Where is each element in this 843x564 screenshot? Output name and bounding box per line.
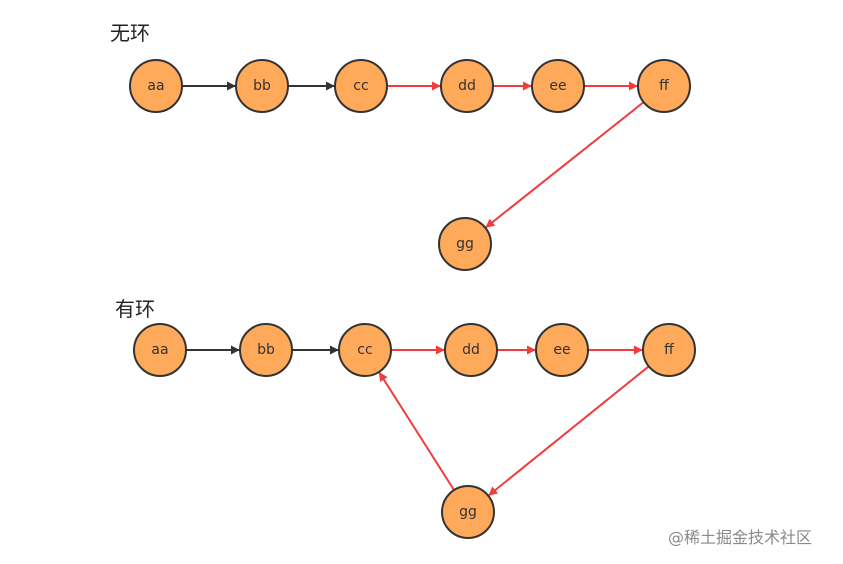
node-aa: aa [129, 59, 183, 113]
edge-ff-to-gg [488, 365, 650, 496]
node-label: dd [462, 342, 480, 358]
node-label: bb [257, 342, 275, 358]
node-label: cc [357, 342, 372, 358]
node-label: dd [458, 78, 476, 94]
node-label: gg [456, 236, 474, 252]
node-aa: aa [133, 323, 187, 377]
node-label: ee [549, 78, 566, 94]
node-circle [440, 59, 494, 113]
edges-cycle [186, 345, 650, 496]
diagram-cycle: 有环 aa bb cc dd ee ff gg [115, 297, 696, 539]
node-circle [637, 59, 691, 113]
node-dd: dd [444, 323, 498, 377]
node-gg: gg [441, 485, 495, 539]
node-circle [438, 217, 492, 271]
node-circle [133, 323, 187, 377]
node-label: ff [664, 342, 674, 358]
node-circle [338, 323, 392, 377]
node-circle [642, 323, 696, 377]
diagram-title-cycle: 有环 [115, 297, 155, 321]
node-label: gg [459, 504, 477, 520]
edge-ff-to-gg [485, 101, 645, 228]
node-ff: ff [642, 323, 696, 377]
node-circle [531, 59, 585, 113]
node-ee: ee [535, 323, 589, 377]
diagram-no-cycle: 无环 aa bb cc dd ee ff gg [110, 21, 691, 271]
edge-gg-to-cc [378, 372, 455, 491]
node-circle [334, 59, 388, 113]
node-circle [441, 485, 495, 539]
node-label: cc [353, 78, 368, 94]
node-circle [129, 59, 183, 113]
node-circle [444, 323, 498, 377]
node-circle [535, 323, 589, 377]
nodes-no-cycle: aa bb cc dd ee ff gg [129, 59, 691, 271]
node-ee: ee [531, 59, 585, 113]
watermark-text: @稀土掘金技术社区 [668, 528, 812, 547]
node-cc: cc [334, 59, 388, 113]
nodes-cycle: aa bb cc dd ee ff gg [133, 323, 696, 539]
edges-no-cycle [182, 81, 645, 228]
node-circle [235, 59, 289, 113]
node-label: bb [253, 78, 271, 94]
node-cc: cc [338, 323, 392, 377]
node-dd: dd [440, 59, 494, 113]
diagram-title-no-cycle: 无环 [110, 21, 150, 45]
node-gg: gg [438, 217, 492, 271]
node-label: ee [553, 342, 570, 358]
node-ff: ff [637, 59, 691, 113]
node-label: aa [147, 78, 164, 94]
node-label: ff [659, 78, 669, 94]
node-label: aa [151, 342, 168, 358]
node-circle [239, 323, 293, 377]
node-bb: bb [239, 323, 293, 377]
node-bb: bb [235, 59, 289, 113]
